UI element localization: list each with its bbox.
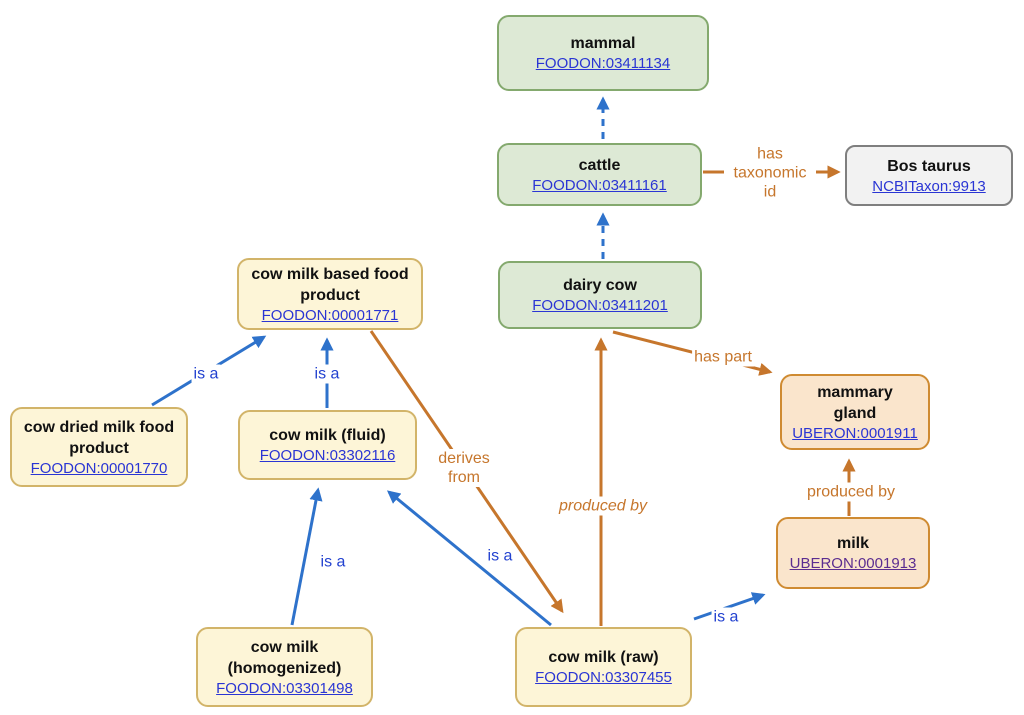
foodon-03302116-link[interactable]: FOODON:03302116 [259,447,396,464]
node-title: dairy cow [563,277,637,294]
edge-label-has-part: has part [692,347,754,367]
node-title: cow milk (raw) [548,649,659,666]
edge-label-derives-from: derives from [429,449,499,487]
foodon-00001770-link[interactable]: FOODON:00001770 [30,459,168,477]
node-cow-dried-milk-food-product: cow dried milk food product FOODON:00001… [10,407,188,487]
uberon-0001913-link[interactable]: UBERON:0001913 [789,555,917,572]
foodon-03307455-link[interactable]: FOODON:03307455 [535,669,672,686]
node-cow-milk-raw: cow milk (raw) FOODON:03307455 [515,627,692,707]
edge-isa-homog-fluid [290,487,323,626]
edge-label-produced-by: produced by [556,496,650,516]
edge-isa-raw-milk [693,592,766,621]
foodon-03301498-link[interactable]: FOODON:03301498 [216,679,353,697]
edge-label-is-a: is a [318,552,348,572]
node-cow-milk-fluid: cow milk (fluid) FOODON:03302116 [238,410,417,480]
ncbitaxon-9913-link[interactable]: NCBITaxon:9913 [872,177,986,195]
node-bos-taurus: Bos taurus NCBITaxon:9913 [845,145,1013,206]
node-cow-milk-homogenized: cow milk (homogenized) FOODON:03301498 [196,627,373,707]
node-mammal: mammal FOODON:03411134 [497,15,709,91]
node-mammary-gland: mammary gland UBERON:0001911 [780,374,930,450]
node-title: cow milk (fluid) [269,427,386,444]
node-title: cow milk based food product [251,265,409,304]
foodon-03411161-link[interactable]: FOODON:03411161 [532,176,667,194]
node-milk: milk UBERON:0001913 [776,517,930,589]
node-title: cow dried milk food product [23,418,175,457]
node-title: cow milk (homogenized) [227,638,342,677]
edge-label-has-taxonomic-id: has taxonomic id [724,144,816,202]
edge-label-is-a: is a [485,546,515,566]
edge-label-is-a: is a [312,364,342,384]
edge-isa-raw-fluid [386,490,552,627]
foodon-03411201-link[interactable]: FOODON:03411201 [532,297,668,314]
node-title: mammary gland [817,383,893,422]
node-title: cattle [578,156,621,174]
edge-label-is-a: is a [191,364,221,384]
node-title: Bos taurus [887,157,971,175]
node-dairy-cow: dairy cow FOODON:03411201 [498,261,702,329]
edge-label-is-a: is a [711,607,741,627]
edge-label-produced-by: produced by [804,482,898,502]
node-cattle: cattle FOODON:03411161 [497,143,702,206]
foodon-00001771-link[interactable]: FOODON:00001771 [261,306,399,324]
foodon-03411134-link[interactable]: FOODON:03411134 [535,55,671,72]
uberon-0001911-link[interactable]: UBERON:0001911 [792,424,918,442]
node-title: milk [836,535,869,552]
node-cow-milk-based-food-product: cow milk based food product FOODON:00001… [237,258,423,330]
node-title: mammal [570,35,636,52]
